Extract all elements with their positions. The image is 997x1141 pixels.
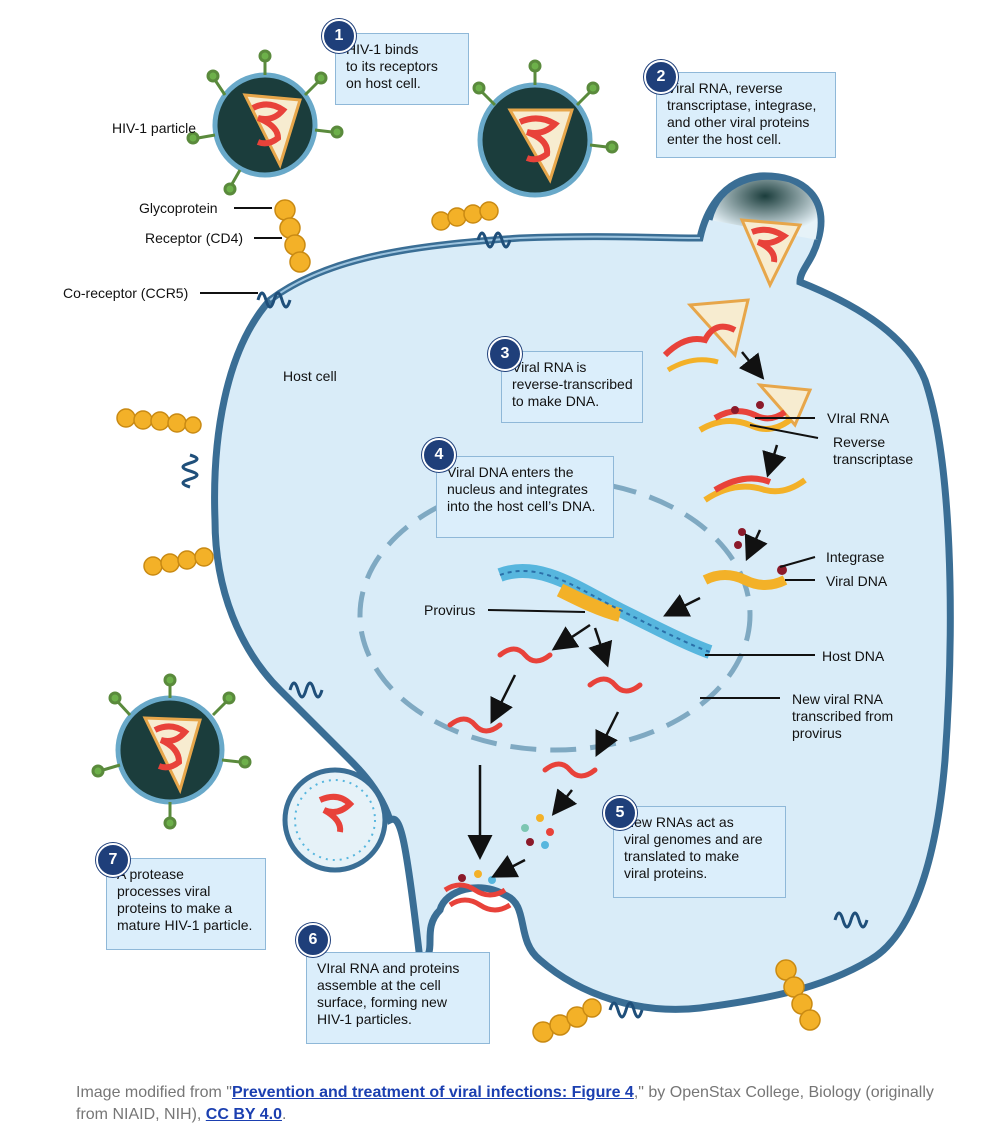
step-3-text: Viral RNA is reverse-transcribed to make… [512, 359, 633, 409]
step-3-box: Viral RNA is reverse-transcribed to make… [501, 351, 643, 423]
label-viral-rna: VIral RNA [827, 410, 890, 426]
hiv-particle-binding [477, 82, 593, 198]
caption-suffix: . [281, 1106, 287, 1123]
assembly-bud [443, 870, 512, 913]
label-coreceptor-ccr5: Co-receptor (CCR5) [63, 285, 189, 301]
step-1-box: HIV-1 binds to its receptors on host cel… [335, 33, 469, 105]
receptor-cd4-bottom [532, 998, 602, 1043]
label-hiv-particle: HIV-1 particle [112, 120, 197, 136]
figure-caption: Image modified from "Prevention and trea… [76, 1082, 956, 1126]
step-4-box: Viral DNA enters the nucleus and integra… [436, 456, 614, 538]
mature-hiv-particle [115, 695, 225, 805]
step-1-badge: 1 [322, 19, 356, 53]
label-integrase: Integrase [826, 549, 885, 565]
step-2-box: Viral RNA, reverse transcriptase, integr… [656, 72, 836, 158]
step-6-badge: 6 [296, 923, 330, 957]
coreceptor-ccr5-coils [181, 231, 869, 1019]
step-4-text: Viral DNA enters the nucleus and integra… [447, 464, 596, 514]
label-viral-dna: Viral DNA [826, 573, 888, 589]
step-3-badge: 3 [488, 337, 522, 371]
caption-middle: ," by OpenStax College, Biology (origina… [76, 1084, 934, 1123]
label-receptor-cd4: Receptor (CD4) [145, 230, 244, 246]
reverse-transcribed-strands [703, 475, 807, 549]
hiv-particle-binding-glycoproteins [472, 59, 619, 154]
hiv-entry-fusion [707, 174, 823, 289]
receptor-cd4-left-lower [143, 547, 214, 576]
mature-hiv-glycoproteins [91, 673, 252, 830]
receptor-cd4-binding [274, 199, 311, 273]
host-cell-membrane-inner-line [269, 235, 701, 301]
label-host-cell: Host cell [283, 368, 337, 384]
host-dna-with-provirus [497, 563, 713, 659]
step-7-badge: 7 [96, 843, 130, 877]
receptor-cd4-top [431, 201, 499, 231]
label-reverse-transcriptase: Reverse transcriptase [833, 434, 914, 467]
budding-immature-particle [282, 767, 388, 873]
step-1-text: HIV-1 binds to its receptors on host cel… [346, 41, 438, 91]
uncoating-capsid [662, 298, 750, 373]
step-5-text: New RNAs act as viral genomes and are tr… [624, 814, 763, 881]
reverse-transcription-complex [698, 383, 813, 433]
label-glycoprotein: Glycoprotein [139, 200, 218, 216]
caption-license-link[interactable]: CC BY 4.0 [205, 1106, 282, 1123]
leader-lines [200, 207, 819, 699]
caption-source-link[interactable]: Prevention and treatment of viral infect… [231, 1084, 634, 1101]
caption-prefix: Image modified from " [76, 1084, 232, 1101]
step-7-text: A protease processes viral proteins to m… [117, 866, 253, 933]
new-viral-rna-strands [447, 646, 643, 779]
receptor-cd4-bottom-right [775, 959, 821, 1031]
receptor-cd4-left-upper [116, 408, 202, 434]
step-2-badge: 2 [644, 60, 678, 94]
flow-arrows [467, 351, 787, 878]
step-5-badge: 5 [603, 796, 637, 830]
hiv-particle-1-glycoproteins [186, 49, 344, 196]
step-2-text: Viral RNA, reverse transcriptase, integr… [667, 80, 817, 147]
step-6-text: VIral RNA and proteins assemble at the c… [317, 960, 460, 1027]
label-new-viral-rna: New viral RNA transcribed from provirus [792, 691, 894, 741]
viral-dna-with-integrase [702, 565, 788, 590]
step-6-box: VIral RNA and proteins assemble at the c… [306, 952, 490, 1044]
hiv-particle-1 [212, 72, 318, 178]
label-host-dna: Host DNA [822, 648, 885, 664]
step-7-box: A protease processes viral proteins to m… [106, 858, 266, 950]
step-5-box: New RNAs act as viral genomes and are tr… [613, 806, 786, 898]
step-4-badge: 4 [422, 438, 456, 472]
viral-protein-dots [521, 814, 554, 849]
label-provirus: Provirus [424, 602, 476, 618]
